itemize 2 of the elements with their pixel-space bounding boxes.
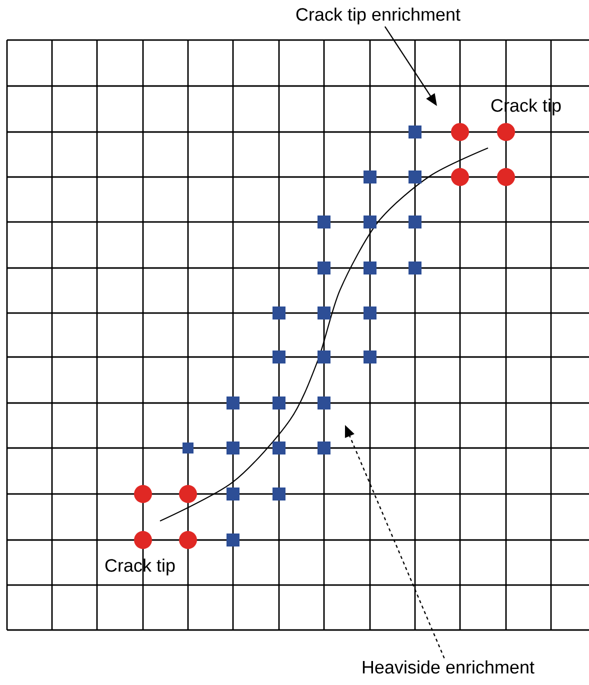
annotation-text: Heaviside enrichment — [362, 660, 534, 674]
annotation-text: Crack tip enrichment — [296, 8, 460, 24]
